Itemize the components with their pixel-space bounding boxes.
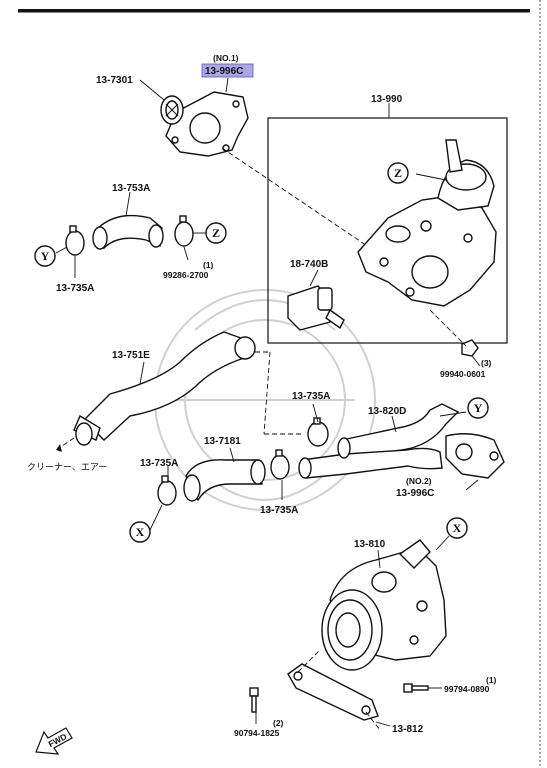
- clamp-13-735a-lower-right[interactable]: [270, 449, 290, 480]
- label-13-996c[interactable]: 13-996C: [396, 488, 434, 499]
- label-13-820d[interactable]: 13-820D: [368, 406, 406, 417]
- label-13-996c-highlight[interactable]: 13-996C: [205, 66, 243, 77]
- water-outlet-box: [267, 117, 508, 344]
- bracket-13-812[interactable]: [287, 663, 379, 721]
- callout-x-left: [129, 521, 151, 543]
- bolt-90794[interactable]: [249, 687, 259, 713]
- label-13-990[interactable]: 13-990: [371, 94, 403, 105]
- label-13-735a-3[interactable]: 13-735A: [140, 458, 178, 469]
- gasket-no2[interactable]: [445, 433, 505, 479]
- gasket-no1[interactable]: [165, 91, 249, 157]
- label-99940-0601[interactable]: 99940-0601: [440, 369, 486, 379]
- callout-x-right-text: X: [453, 521, 462, 535]
- callout-z-upper-text: Z: [394, 166, 402, 180]
- nut-99940[interactable]: [461, 339, 479, 357]
- callout-z-lower: [205, 222, 227, 244]
- label-13-735a-4[interactable]: 13-735A: [260, 505, 298, 516]
- thermostat[interactable]: [160, 95, 184, 125]
- label-90794-qty: (2): [273, 718, 284, 728]
- label-13-735a-1[interactable]: 13-735A: [56, 283, 94, 294]
- label-13-7301[interactable]: 13-7301: [96, 75, 133, 86]
- label-no2: (NO.2): [406, 476, 432, 486]
- label-99286-2700[interactable]: 99286-2700: [163, 270, 209, 280]
- callout-y-right: [467, 397, 489, 419]
- label-13-735a-2[interactable]: 13-735A: [292, 391, 330, 402]
- label-99940-qty: (3): [481, 358, 492, 368]
- clamp-99286[interactable]: [174, 215, 194, 247]
- label-99794-0890[interactable]: 99794-0890: [444, 684, 490, 694]
- callout-z-upper: [387, 162, 409, 184]
- clamp-13-735a-mid[interactable]: [307, 417, 329, 447]
- callout-y-left: [34, 245, 56, 267]
- label-13-751e[interactable]: 13-751E: [112, 350, 150, 361]
- callout-y-left-text: Y: [41, 249, 50, 263]
- highlight-13-996c: [201, 63, 254, 78]
- clamp-13-735a-upper-left[interactable]: [65, 225, 85, 256]
- callout-x-left-text: X: [136, 525, 145, 539]
- label-99794-qty: (1): [486, 675, 497, 685]
- hose-13-753a[interactable]: [92, 214, 164, 250]
- label-13-810[interactable]: 13-810: [354, 539, 386, 550]
- callout-x-right: [446, 517, 468, 539]
- label-99286-qty: (1): [203, 260, 214, 270]
- clamp-13-735a-lower-left[interactable]: [157, 475, 177, 506]
- label-air-cleaner: クリーナー、エアー: [27, 462, 107, 473]
- water-pump[interactable]: [321, 539, 447, 671]
- hose-13-751e[interactable]: [73, 331, 256, 446]
- label-18-740b[interactable]: 18-740B: [290, 259, 328, 270]
- top-rule: [18, 9, 530, 13]
- hose-13-7181[interactable]: [183, 459, 266, 502]
- water-outlet-housing[interactable]: [357, 139, 497, 307]
- solenoid-valve[interactable]: [287, 285, 345, 331]
- label-13-7181[interactable]: 13-7181: [204, 436, 241, 447]
- label-13-812[interactable]: 13-812: [392, 724, 424, 735]
- callout-y-right-text: Y: [474, 401, 483, 415]
- fwd-arrow-icon: FWD: [35, 727, 73, 755]
- pipe-13-820d[interactable]: [298, 403, 460, 479]
- label-13-753a[interactable]: 13-753A: [112, 183, 150, 194]
- callout-z-lower-text: Z: [212, 226, 220, 240]
- bolt-99794[interactable]: [403, 683, 429, 693]
- label-no1: (NO.1): [213, 53, 239, 63]
- label-90794-1825[interactable]: 90794-1825: [234, 728, 280, 738]
